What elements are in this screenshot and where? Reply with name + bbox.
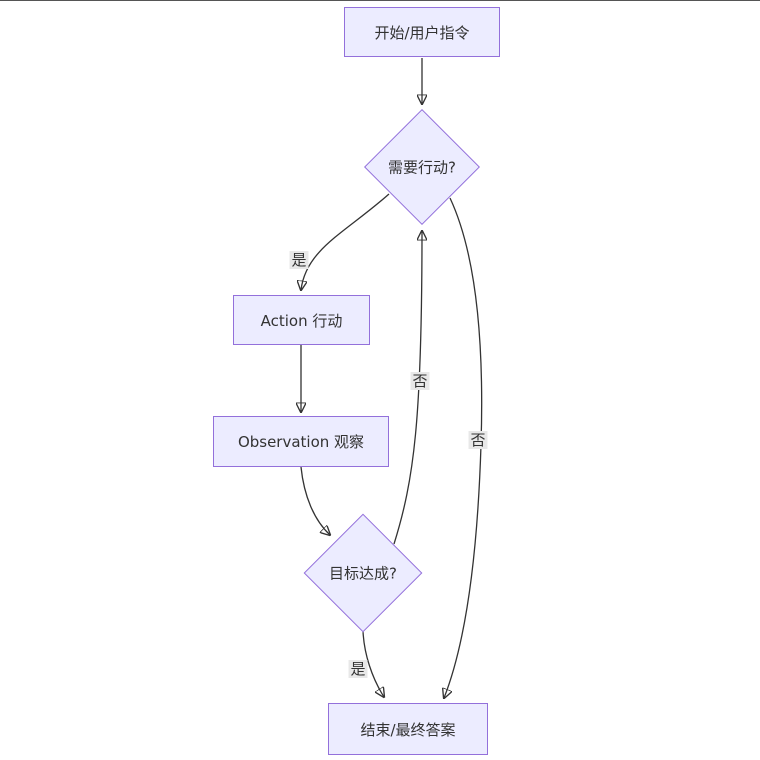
edge-goal-reached-to-end xyxy=(362,630,384,697)
edge-label-yes-to-action: 是 xyxy=(289,251,309,269)
node-end-label: 结束/最终答案 xyxy=(360,720,456,739)
node-need-action: 需要行动? xyxy=(364,109,480,225)
node-start-label: 开始/用户指令 xyxy=(374,23,470,42)
edge-goal-reached-to-need-action xyxy=(393,231,422,545)
node-action: Action 行动 xyxy=(233,295,370,345)
edge-need-action-to-action xyxy=(301,193,390,290)
node-end: 结束/最终答案 xyxy=(328,703,488,755)
node-goal-reached-label: 目标达成? xyxy=(329,564,397,583)
edge-label-no-to-need-action: 否 xyxy=(410,372,430,390)
edge-label-no-to-end: 否 xyxy=(468,431,488,449)
node-need-action-label: 需要行动? xyxy=(388,158,456,177)
edge-observation-to-goal-reached xyxy=(300,466,330,535)
node-start: 开始/用户指令 xyxy=(344,7,500,57)
node-goal-reached: 目标达成? xyxy=(303,513,423,633)
node-observation: Observation 观察 xyxy=(213,416,389,467)
window-top-border xyxy=(0,0,760,1)
edge-label-yes-to-end: 是 xyxy=(348,660,368,678)
node-observation-label: Observation 观察 xyxy=(237,433,365,451)
node-action-label: Action 行动 xyxy=(260,311,343,330)
